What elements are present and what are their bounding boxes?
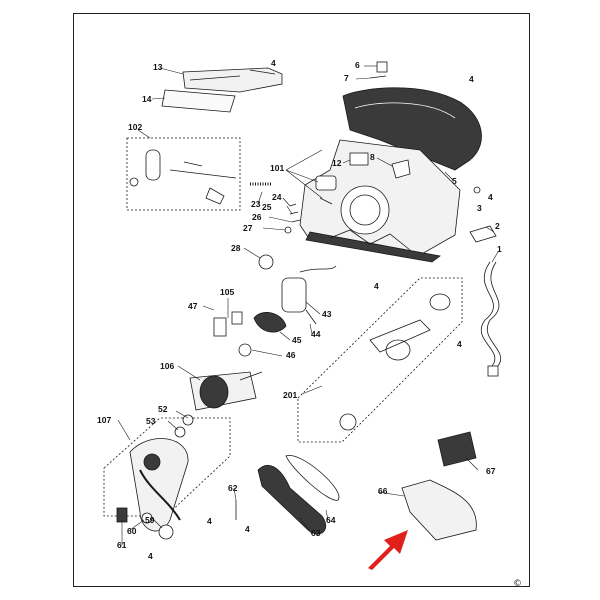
part-label-64: 64	[326, 515, 336, 525]
part-label-6: 6	[355, 60, 360, 70]
part-label-61: 61	[117, 540, 127, 550]
leader-lines	[117, 65, 499, 545]
part-13-cover-plate	[182, 67, 283, 93]
part-45-fan-shroud	[253, 312, 287, 333]
part-66-dust-bag	[401, 479, 477, 541]
part-label-43: 43	[322, 309, 332, 319]
part-1-power-cord	[480, 261, 501, 377]
part-label-52: 52	[158, 404, 168, 414]
part-label-25: 25	[262, 202, 272, 212]
part-label-53: 53	[146, 416, 156, 426]
part-label-4b: 4	[469, 74, 474, 84]
part-label-62: 62	[228, 483, 238, 493]
part-label-63: 63	[311, 528, 321, 538]
part-102-kit-box	[126, 137, 241, 211]
part-label-4g: 4	[245, 524, 250, 534]
part-43-stator	[281, 265, 337, 313]
part-label-1: 1	[497, 244, 502, 254]
part-label-4e: 4	[457, 339, 462, 349]
part-63-platen	[257, 465, 327, 535]
part-label-59: 59	[145, 515, 155, 525]
parts-24-25-26-screws	[289, 203, 301, 223]
part-label-106: 106	[160, 361, 174, 371]
part-label-46: 46	[286, 350, 296, 360]
part-label-14: 14	[142, 94, 152, 104]
part-28-cap	[258, 254, 274, 270]
part-label-60: 60	[127, 526, 137, 536]
part-label-102: 102	[128, 122, 142, 132]
part-label-44: 44	[311, 329, 321, 339]
part-2-strain-relief	[469, 225, 497, 243]
part-label-4a: 4	[271, 58, 276, 68]
part-label-7: 7	[344, 73, 349, 83]
part-107-kit-box	[103, 417, 231, 517]
part-46-bearing	[238, 343, 252, 357]
part-label-4c: 4	[488, 192, 493, 202]
part-label-45: 45	[292, 335, 302, 345]
part-201-drive-parts	[339, 293, 451, 431]
part-8-trigger	[391, 159, 411, 179]
part-label-47: 47	[188, 301, 198, 311]
part-101-knobs	[315, 175, 337, 205]
part-label-12: 12	[332, 158, 342, 168]
part-105-brush-holder	[213, 311, 243, 337]
part-label-107: 107	[97, 415, 111, 425]
part-44-screw	[305, 309, 317, 325]
main-motor-housing	[299, 87, 482, 263]
part-label-13: 13	[153, 62, 163, 72]
part-107-belt-drive	[129, 438, 189, 532]
part-label-4d: 4	[374, 281, 379, 291]
part-59-pulley	[158, 524, 174, 540]
part-label-66: 66	[378, 486, 388, 496]
part-label-5: 5	[452, 176, 457, 186]
part-label-4h: 4	[148, 551, 153, 561]
part-label-4f: 4	[207, 516, 212, 526]
part-label-105: 105	[220, 287, 234, 297]
part-106-armature	[189, 371, 263, 411]
part-64-sanding-belt	[285, 455, 340, 501]
part-label-27: 27	[243, 223, 253, 233]
part-label-67: 67	[486, 466, 496, 476]
highlight-arrow-icon	[368, 530, 408, 570]
part-label-8: 8	[370, 152, 375, 162]
part-14-plate	[161, 89, 236, 113]
part-12-plate	[349, 152, 369, 166]
part-label-201: 201	[283, 390, 297, 400]
part-61-nut	[116, 507, 128, 523]
part-label-3: 3	[477, 203, 482, 213]
part-201-kit-box	[297, 277, 463, 443]
part-label-23: 23	[251, 199, 261, 209]
part-52-washer	[182, 414, 194, 426]
part-label-26: 26	[252, 212, 262, 222]
part-67-dust-adapter	[437, 431, 477, 467]
part-label-2: 2	[495, 221, 500, 231]
part-3-screw	[473, 186, 481, 194]
part-7-rod	[369, 75, 387, 79]
copyright-mark: ©	[513, 579, 522, 589]
part-label-24: 24	[272, 192, 282, 202]
part-6-label	[376, 61, 388, 73]
part-label-101: 101	[270, 163, 284, 173]
part-label-28: 28	[231, 243, 241, 253]
part-102-switch-parts	[129, 149, 237, 205]
